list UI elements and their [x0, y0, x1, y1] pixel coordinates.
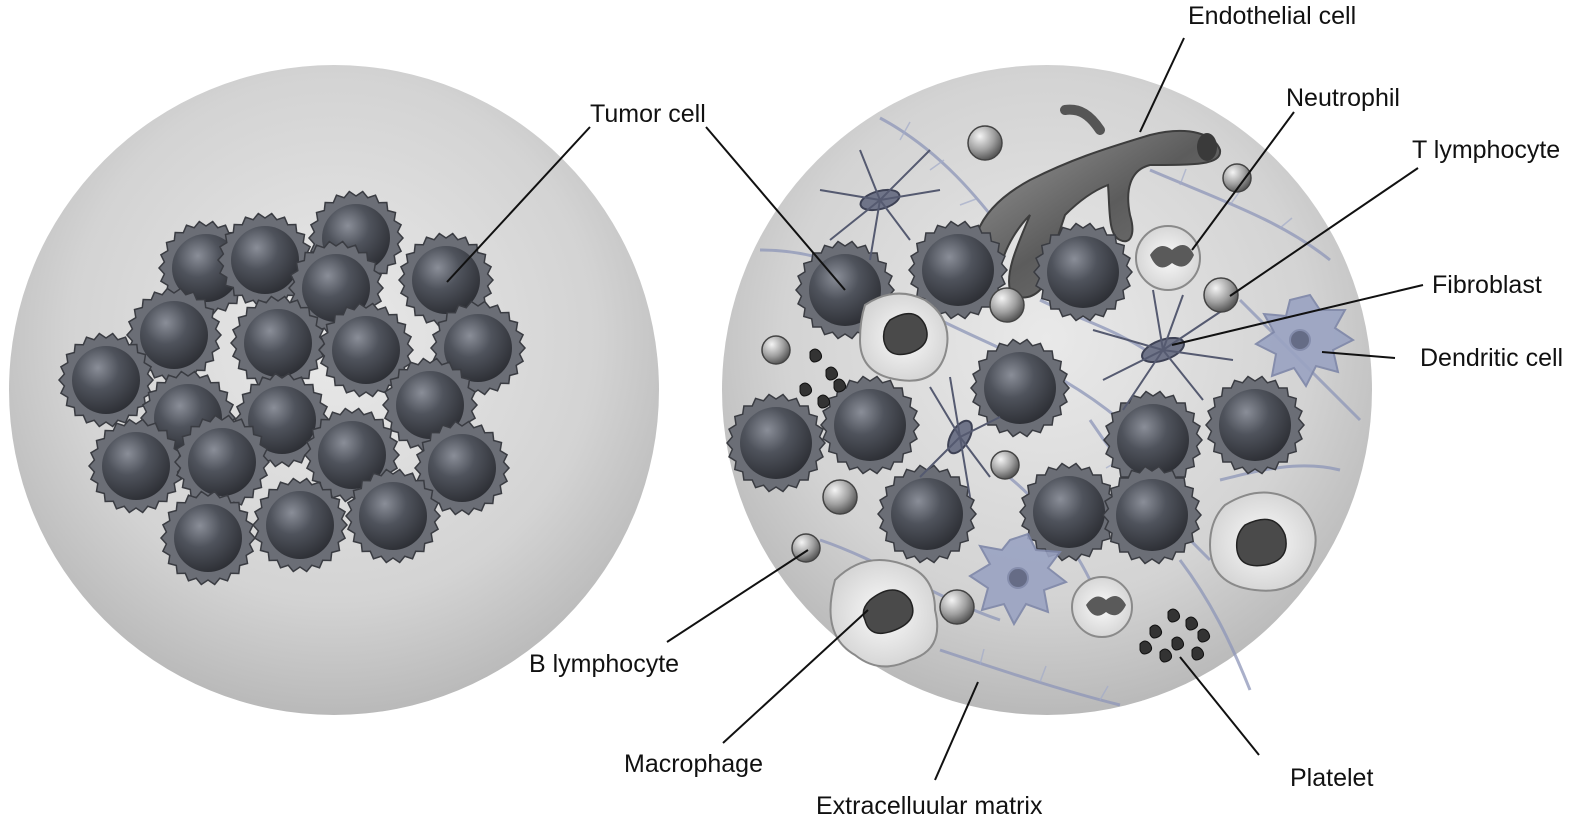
tumor-cell [125, 287, 223, 383]
leader-t-lymphocyte [1229, 167, 1419, 297]
tumor-cell [173, 414, 271, 510]
lymphocyte [822, 479, 858, 515]
lymphocytes [761, 125, 1252, 625]
platelet [1167, 608, 1181, 623]
lymphocyte [1203, 277, 1239, 313]
lymphocyte [1222, 163, 1252, 193]
label-t-lymphocyte: T lymphocyte [1412, 136, 1560, 164]
tumor-cell [344, 468, 442, 564]
leader-platelet [1179, 656, 1260, 756]
leader-macrophage [722, 609, 869, 744]
platelet [817, 394, 831, 409]
platelet [1149, 624, 1163, 639]
label-b-lymphocyte: B lymphocyte [529, 650, 679, 678]
fibroblast-cell-3 [919, 376, 1001, 498]
leader-tumor-cell-right [705, 126, 846, 291]
platelet [1171, 636, 1185, 651]
platelets [799, 348, 1211, 663]
labels: Tumor cell Endothelial cell Neutrophil T… [529, 2, 1563, 820]
tumor-cell [216, 212, 314, 308]
fibroblast-cell-2 [819, 149, 941, 261]
neutrophil-cell [1135, 225, 1201, 291]
leader-lines [446, 37, 1424, 781]
tumor-cell [429, 300, 527, 396]
label-macrophage: Macrophage [624, 750, 763, 778]
lymphocyte [990, 450, 1020, 480]
label-fibroblast: Fibroblast [1432, 271, 1542, 299]
tumor-cell [820, 375, 920, 475]
lymphocyte [939, 589, 975, 625]
tumor-cell [970, 338, 1070, 438]
platelet [1159, 648, 1173, 663]
leader-fibroblast [1171, 284, 1424, 346]
label-platelet: Platelet [1290, 764, 1373, 792]
platelet [809, 348, 823, 363]
platelet [799, 382, 813, 397]
tumor-cell [908, 220, 1008, 320]
neutrophil-cell-2 [1071, 576, 1133, 638]
macrophage-cell-3 [1208, 491, 1317, 592]
leader-tumor-cell-left [446, 126, 591, 283]
lymphocyte [989, 287, 1025, 323]
platelet [1197, 628, 1211, 643]
tumor-cell [877, 464, 977, 564]
dendritic-cell-2 [968, 532, 1069, 627]
label-extracellular-matrix: Extracelluular matrix [816, 792, 1043, 820]
tumor-cell [87, 418, 185, 514]
label-tumor-cell: Tumor cell [590, 100, 706, 128]
platelet [1191, 646, 1205, 661]
tumor-cell [726, 393, 826, 493]
leader-dendritic-cell [1321, 351, 1396, 359]
label-neutrophil: Neutrophil [1286, 84, 1400, 112]
tumor-cell [317, 302, 415, 398]
tumor-cell [57, 332, 155, 428]
leader-extracellular-matrix [934, 681, 979, 781]
leader-neutrophil [1191, 111, 1295, 251]
platelet [1139, 640, 1153, 655]
tumor-cell [229, 295, 327, 391]
blood-vessel [972, 104, 1222, 299]
platelet [825, 366, 839, 381]
tumor-cell [159, 490, 257, 586]
macrophage-cell [829, 559, 939, 668]
macrophage-cell-2 [858, 292, 949, 382]
tumor-cell [1033, 222, 1133, 322]
tumor-cell [1102, 465, 1202, 565]
lymphocyte [761, 335, 791, 365]
platelet [833, 378, 847, 393]
tumor-cell [1019, 462, 1119, 562]
tumor-cell [251, 477, 349, 573]
lymphocyte [967, 125, 1003, 161]
leader-b-lymphocyte [666, 549, 809, 643]
tumor-cells [57, 190, 1305, 586]
label-endothelial-cell: Endothelial cell [1188, 2, 1356, 30]
label-dendritic-cell: Dendritic cell [1420, 344, 1563, 372]
dendritic-cell [1254, 293, 1355, 388]
tumor-cell [1205, 375, 1305, 475]
leader-endothelial-cell [1139, 37, 1185, 133]
tumor-cell [413, 420, 511, 516]
platelet [1185, 616, 1199, 631]
